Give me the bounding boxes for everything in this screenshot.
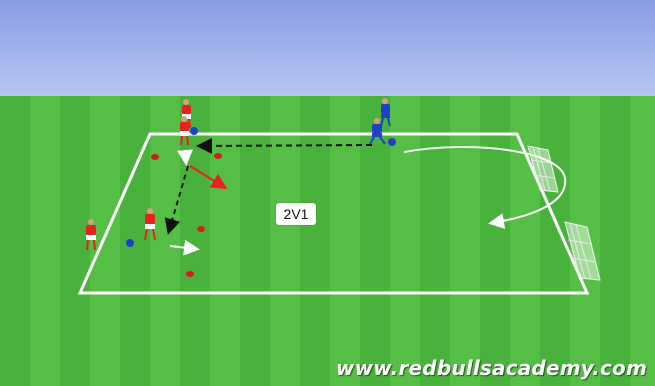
cone-icon xyxy=(214,153,222,159)
cone-icon xyxy=(197,226,205,232)
cone-icon xyxy=(186,271,194,277)
arrow-icon xyxy=(185,150,186,162)
sky xyxy=(0,0,655,98)
watermark: www.redbullsacademy.com xyxy=(336,356,647,380)
cone-icon xyxy=(151,154,159,160)
ball-icon xyxy=(388,138,396,146)
ball-icon xyxy=(190,127,198,135)
drill-label: 2V1 xyxy=(276,203,316,225)
ball-icon xyxy=(126,239,134,247)
